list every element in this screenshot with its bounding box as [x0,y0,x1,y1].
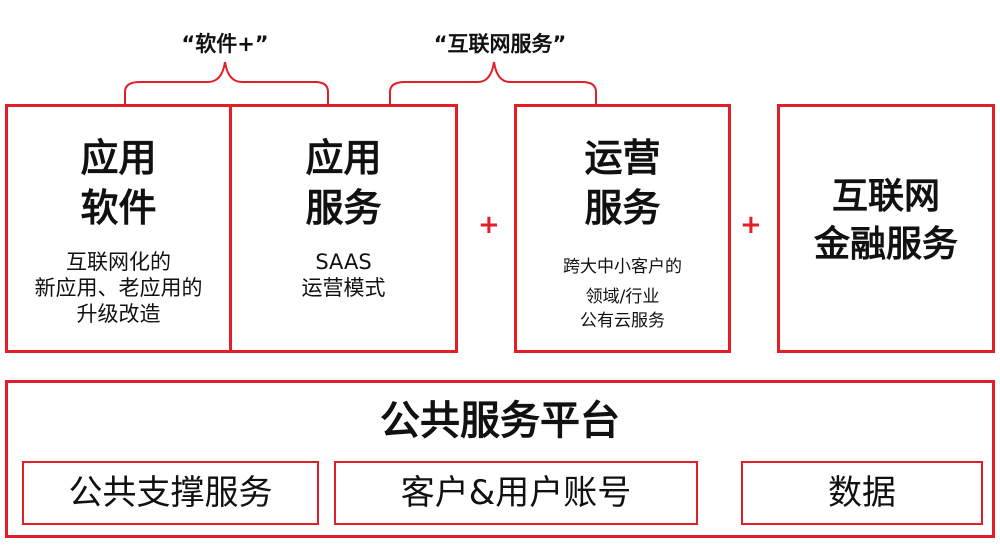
app-service-desc-line2: 运营模式 [301,276,386,300]
platform-title: 公共服务平台 [380,398,620,444]
platform-item-data-label: 数据 [828,473,896,513]
plus-sign-1: + [478,210,500,240]
app-service-title-line1: 应用 [305,136,382,180]
ops-service-title-line2: 服务 [584,186,661,230]
ops-service-desc-line1: 跨大中小客户的 [563,257,682,277]
app-software-desc-line2: 新应用、老应用的 [34,276,203,300]
app-service-desc-line1: SAAS [315,250,372,274]
box-app-software: 应用 软件 互联网化的 新应用、老应用的 升级改造 [5,104,232,353]
platform-item-public-support: 公共支撑服务 [22,461,319,525]
ops-service-title-line1: 运营 [584,136,661,180]
brace-internet-service [389,61,597,104]
brace-software-plus [124,61,329,104]
finance-title-line1: 互联网 [831,176,940,217]
app-software-desc-line1: 互联网化的 [66,250,171,274]
group-label-software-plus: “软件+” [181,32,269,56]
finance-title-line2: 金融服务 [813,224,958,265]
app-software-desc-line3: 升级改造 [76,302,161,326]
platform-item-customer-account: 客户&用户账号 [334,461,698,525]
box-app-service: 应用 服务 SAAS 运营模式 [229,104,458,353]
box-internet-finance: 互联网 金融服务 [777,104,995,353]
ops-service-desc-line3: 公有云服务 [580,311,665,331]
box-ops-service: 运营 服务 跨大中小客户的 领域/行业 公有云服务 [514,104,731,353]
box-public-service-platform: 公共服务平台 公共支撑服务 客户&用户账号 数据 [5,380,995,538]
platform-item-public-support-label: 公共支撑服务 [68,473,273,513]
app-software-title-line2: 软件 [80,186,157,230]
app-software-title-line1: 应用 [80,136,157,180]
platform-item-data: 数据 [741,461,983,525]
plus-sign-2: + [740,210,762,240]
group-label-internet-service: “互联网服务” [433,32,567,56]
ops-service-desc-line2: 领域/行业 [585,287,660,307]
platform-item-customer-account-label: 客户&用户账号 [400,473,632,513]
app-service-title-line2: 服务 [305,186,382,230]
